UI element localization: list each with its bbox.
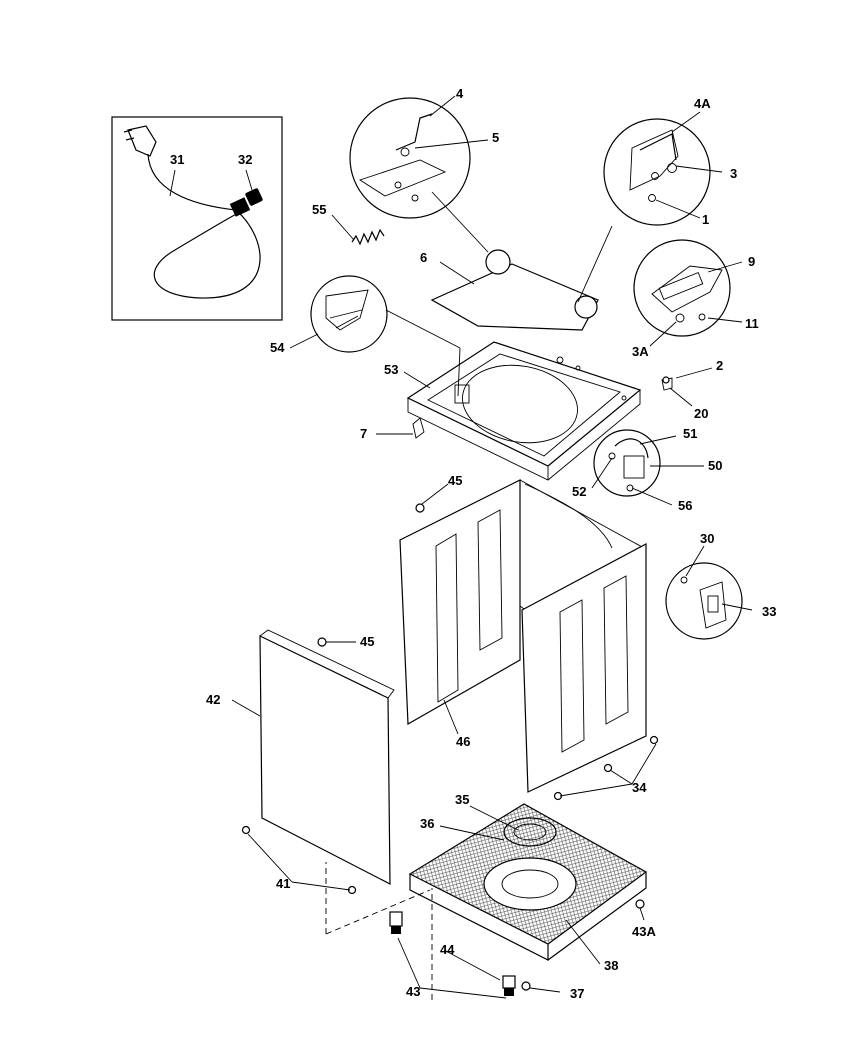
callout-30: 30: [700, 531, 714, 546]
callout-33: 33: [762, 604, 776, 619]
callout-6: 6: [420, 250, 427, 265]
callout-20: 20: [694, 406, 708, 421]
detail-control-latch: [665, 562, 743, 640]
callout-37: 37: [570, 986, 584, 1001]
leader-lines: [231, 95, 753, 999]
callout-51: 51: [683, 426, 697, 441]
washer-base: [408, 803, 648, 961]
alignment-guides: [325, 862, 433, 1000]
lid-panel: [430, 191, 613, 331]
cabinet-side-panel: [521, 543, 647, 793]
callout-36: 36: [420, 816, 434, 831]
callout-1: 1: [702, 212, 709, 227]
callout-31: 31: [170, 152, 184, 167]
callout-32: 32: [238, 152, 252, 167]
callout-3: 3: [730, 166, 737, 181]
detail-bleach-funnel: [310, 275, 388, 353]
detail-lid-switch: [633, 239, 731, 337]
callout-43: 43: [406, 984, 420, 999]
leveling-legs: [389, 911, 516, 996]
cabinet-back-panel: [399, 479, 645, 726]
callout-43A: 43A: [632, 924, 656, 939]
detail-lid-hinge-left: [349, 97, 471, 219]
callout-35: 35: [455, 792, 469, 807]
callout-56: 56: [678, 498, 692, 513]
spring-icon: [351, 228, 385, 246]
callout-11: 11: [745, 316, 759, 331]
callout-53: 53: [384, 362, 398, 377]
side-panel: [259, 629, 395, 885]
callout-44: 44: [440, 942, 455, 957]
cord-connector-icon: [229, 188, 263, 217]
callout-2: 2: [716, 358, 723, 373]
power-cord-inset: [111, 116, 283, 321]
detail-lid-hinge-right: [603, 118, 711, 226]
callout-34: 34: [632, 780, 647, 795]
power-plug-icon: [123, 125, 157, 157]
callout-4A: 4A: [694, 96, 711, 111]
callout-7: 7: [360, 426, 367, 441]
callout-46: 46: [456, 734, 470, 749]
detail-lid-lock: [593, 429, 661, 497]
callout-3A: 3A: [632, 344, 649, 359]
callout-4: 4: [456, 86, 464, 101]
callout-50: 50: [708, 458, 722, 473]
callout-9: 9: [748, 254, 755, 269]
callout-labels: 4 5 4A 3 1 31 32 55 6 9 11 3A 54 53 2 20…: [170, 86, 776, 1001]
callout-41: 41: [276, 876, 290, 891]
callout-38: 38: [604, 958, 618, 973]
callout-5: 5: [492, 130, 499, 145]
callout-45-top: 45: [448, 473, 462, 488]
callout-54: 54: [270, 340, 285, 355]
top-cover: [385, 309, 673, 481]
callout-52: 52: [572, 484, 586, 499]
callout-55: 55: [312, 202, 326, 217]
callout-45-side: 45: [360, 634, 374, 649]
callout-42: 42: [206, 692, 220, 707]
